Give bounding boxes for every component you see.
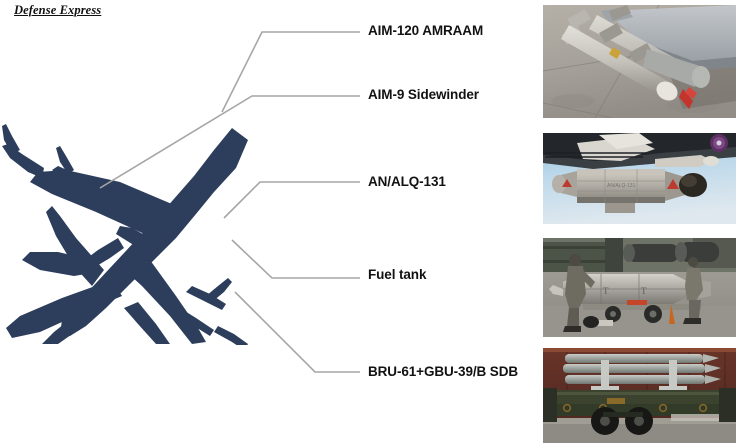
callout-label-alq131: AN/ALQ-131	[368, 174, 446, 189]
brand-logo-text: Defense Express	[14, 3, 102, 17]
photo-alq131: AN/ALQ-131	[543, 133, 736, 224]
photo-amraam	[543, 5, 736, 118]
callout-label-sidewinder: AIM-9 Sidewinder	[368, 87, 479, 102]
callout-label-fueltank: Fuel tank	[368, 267, 427, 282]
svg-text:T: T	[641, 286, 647, 296]
leader-line-amraam	[221, 31, 360, 113]
svg-text:AN/ALQ-131: AN/ALQ-131	[607, 183, 636, 189]
photo-sdb	[543, 348, 736, 443]
callout-label-sdb: BRU-61+GBU-39/B SDB	[368, 364, 519, 379]
aircraft-silhouette	[0, 110, 300, 345]
brand-logo: Defense Express	[14, 3, 101, 18]
callout-label-amraam: AIM-120 AMRAAM	[368, 23, 484, 38]
photo-fueltank: T T	[543, 238, 736, 337]
svg-text:T: T	[603, 286, 609, 296]
